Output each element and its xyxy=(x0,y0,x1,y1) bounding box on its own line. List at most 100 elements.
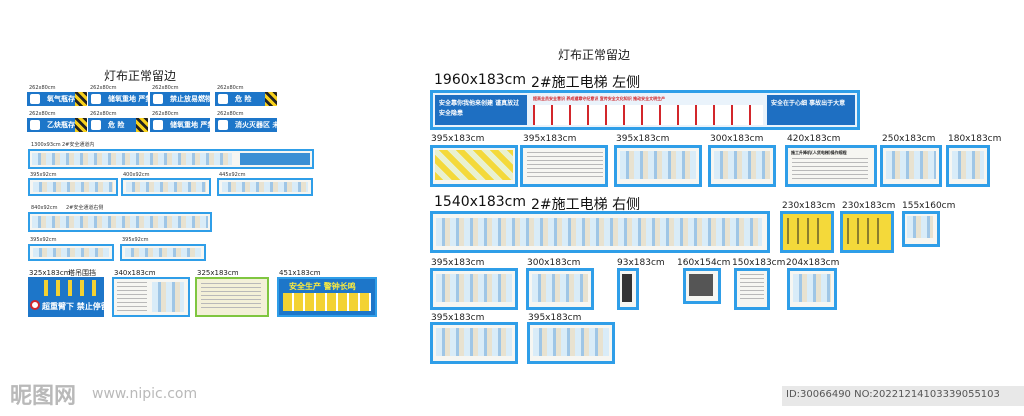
board-text xyxy=(201,283,261,311)
board xyxy=(617,268,639,310)
banner-dim: 1300x93cm xyxy=(31,142,61,148)
board-dim: 400x92cm xyxy=(123,172,150,178)
sign-dim: 262x80cm xyxy=(217,85,244,91)
banner-label: 2#安全通道右侧 xyxy=(66,205,104,211)
fire-icon xyxy=(153,120,163,130)
board-images xyxy=(435,150,513,180)
warning-icons-grid xyxy=(283,293,371,311)
board-content: 安全生产 警钟长鸣 xyxy=(279,279,375,315)
board-icons xyxy=(787,218,825,244)
board-dim: 451x183cm xyxy=(279,269,321,277)
board xyxy=(780,211,834,253)
board-content xyxy=(737,271,767,307)
board xyxy=(946,145,990,187)
watermark-logo: 昵图网 xyxy=(10,384,77,409)
board-icons xyxy=(847,218,885,244)
sign-board: 消火灭器区 未经批准不得 xyxy=(215,118,277,132)
elevator-left-banner: 安全靠你我他来创建 谨真放过安全隐患 提高全员安全意识 养成遵章守纪意识 宣传安… xyxy=(430,90,860,130)
sign-dim: 262x80cm xyxy=(29,111,56,117)
section-dim: 1540x183cm xyxy=(434,194,526,210)
banner-content: 安全靠你我他来创建 谨真放过安全隐患 提高全员安全意识 养成遵章守纪意识 宣传安… xyxy=(433,93,857,127)
board xyxy=(430,268,518,310)
board-content xyxy=(530,325,612,361)
board-dim: 93x183cm xyxy=(617,258,665,268)
warning-icon xyxy=(218,94,228,104)
banner-mid-slogan: 提高全员安全意识 养成遵章守纪意识 宣传安全文化知识 推动安全文明生产 xyxy=(533,96,666,101)
board-images xyxy=(436,274,512,302)
banner-dim: 840x92cm xyxy=(31,205,58,211)
safety-channel-banner-right xyxy=(28,212,212,232)
board-dim: 420x183cm xyxy=(787,134,841,144)
board-dim: 230x183cm xyxy=(782,201,836,211)
sign-dim: 262x80cm xyxy=(29,85,56,91)
board xyxy=(121,178,211,196)
board-images xyxy=(620,151,696,179)
board-dim: 155x160cm xyxy=(902,201,956,211)
sign-text: 危 险 xyxy=(108,121,125,129)
board-content xyxy=(433,325,515,361)
crane-illustration xyxy=(36,280,96,296)
board-text xyxy=(792,158,868,182)
board xyxy=(787,268,837,310)
board xyxy=(217,178,313,196)
board-content xyxy=(30,180,116,194)
hazard-stripe xyxy=(75,92,87,106)
sign-board: 储氧重地 严禁烟火 xyxy=(150,118,210,132)
board-images xyxy=(793,274,831,302)
board-dim: 395x92cm xyxy=(122,237,149,243)
board-content xyxy=(617,148,699,184)
fire-icon xyxy=(91,94,101,104)
board-text xyxy=(117,282,147,312)
board-dim: 230x183cm xyxy=(842,201,896,211)
hazard-stripe xyxy=(265,92,277,106)
board-images xyxy=(125,248,201,257)
sign-board: 乙炔瓶存放处 xyxy=(27,118,87,132)
sign-dim: 262x80cm xyxy=(90,111,117,117)
board-dim: 204x183cm xyxy=(786,258,840,268)
board-dim: 250x183cm xyxy=(882,134,936,144)
warning-icon xyxy=(30,120,40,130)
board-content xyxy=(686,271,718,301)
board-dim: 300x183cm xyxy=(710,134,764,144)
board-text xyxy=(740,274,764,302)
sign-board: 储氧重地 严禁烟火 xyxy=(88,92,148,106)
board-images xyxy=(952,151,984,179)
board-images xyxy=(33,248,109,257)
board-images xyxy=(886,151,936,179)
board-label: 塔吊围挡 xyxy=(68,269,96,277)
board xyxy=(527,322,615,364)
sign-board: 禁止放易燃物 xyxy=(150,92,210,106)
banner-left-block: 安全靠你我他来创建 谨真放过安全隐患 xyxy=(435,95,527,125)
board xyxy=(112,277,190,317)
board xyxy=(902,211,940,247)
sign-text: 储氧重地 严禁烟火 xyxy=(108,95,148,103)
banner-content xyxy=(30,214,210,230)
board-content xyxy=(433,271,515,307)
board xyxy=(195,277,269,317)
hazard-stripe xyxy=(75,118,87,132)
tower-crane-board: 超重臂下 禁止停留 xyxy=(28,277,109,317)
board-content xyxy=(197,279,267,315)
board-images xyxy=(436,328,512,356)
sign-text: 氧气瓶存放处 xyxy=(47,95,87,103)
board-dim: 395x183cm xyxy=(431,258,485,268)
board-images xyxy=(126,182,206,192)
board xyxy=(430,322,518,364)
board-slogan: 超重臂下 禁止停留 xyxy=(42,302,109,311)
board-content xyxy=(219,180,311,194)
sign-text: 储氧重地 严禁烟火 xyxy=(170,121,210,129)
banner-left-slogan: 安全靠你我他来创建 谨真放过安全隐患 xyxy=(439,100,520,117)
board-images xyxy=(714,151,770,179)
watermark-id-strip xyxy=(782,386,1024,406)
prohibit-icon xyxy=(30,300,40,310)
board xyxy=(430,145,518,187)
warning-icon xyxy=(91,120,101,130)
sign-text: 危 险 xyxy=(235,95,252,103)
board-content xyxy=(122,246,204,259)
banner-content xyxy=(30,151,312,167)
board-content xyxy=(620,271,636,307)
board-content xyxy=(123,180,209,194)
board-images xyxy=(907,216,933,238)
board xyxy=(734,268,770,310)
board-dim: 160x154cm xyxy=(677,258,731,268)
